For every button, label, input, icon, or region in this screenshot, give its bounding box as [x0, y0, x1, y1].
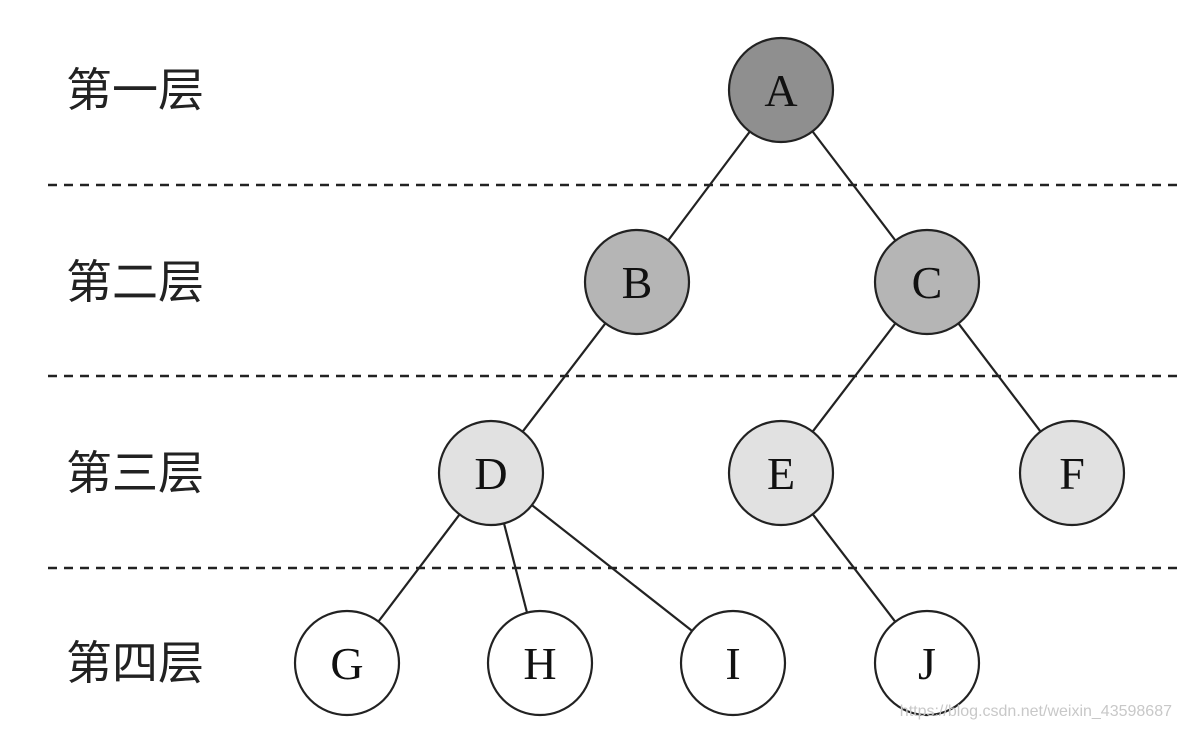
node-circle-a [727, 36, 835, 144]
watermark-text: https://blog.csdn.net/weixin_43598687 [900, 703, 1172, 720]
node-label-d: D [474, 448, 507, 499]
level-label-3: 第三层 [66, 446, 204, 500]
level-label-2: 第二层 [66, 255, 204, 309]
node-label-f: F [1059, 448, 1085, 499]
node-h: H [486, 609, 594, 717]
edge-d-g [377, 513, 461, 623]
node-label-a: A [764, 65, 797, 116]
edge-c-e [811, 322, 897, 433]
node-b: B [583, 228, 691, 336]
node-circle-h [486, 609, 594, 717]
node-label-g: G [330, 638, 363, 689]
node-circle-g [293, 609, 401, 717]
node-g: G [293, 609, 401, 717]
edge-d-h [502, 523, 529, 613]
node-circle-d [437, 419, 545, 527]
level-label-1: 第一层 [66, 63, 204, 117]
node-circle-b [583, 228, 691, 336]
node-j: J [873, 609, 981, 717]
edge-e-j [811, 513, 897, 623]
tree-nodes: A B C D E F G H I J [293, 36, 1126, 717]
node-label-i: I [725, 638, 740, 689]
node-label-e: E [767, 448, 795, 499]
node-e: E [727, 419, 835, 527]
level-label-4: 第四层 [66, 636, 204, 690]
node-label-j: J [918, 638, 936, 689]
node-a: A [727, 36, 835, 144]
node-circle-j [873, 609, 981, 717]
level-separators [48, 183, 1184, 570]
edge-c-f [957, 322, 1042, 433]
tree-edges [377, 130, 1042, 632]
edge-b-d [521, 322, 607, 433]
node-f: F [1018, 419, 1126, 527]
node-circle-e [727, 419, 835, 527]
node-label-b: B [622, 257, 653, 308]
node-d: D [437, 419, 545, 527]
node-label-c: C [912, 257, 943, 308]
node-circle-c [873, 228, 981, 336]
node-c: C [873, 228, 981, 336]
edge-d-i [531, 504, 693, 632]
edge-a-b [667, 130, 751, 242]
node-label-h: H [523, 638, 556, 689]
edge-a-c [811, 130, 897, 242]
node-circle-i [679, 609, 787, 717]
node-circle-f [1018, 419, 1126, 527]
node-i: I [679, 609, 787, 717]
